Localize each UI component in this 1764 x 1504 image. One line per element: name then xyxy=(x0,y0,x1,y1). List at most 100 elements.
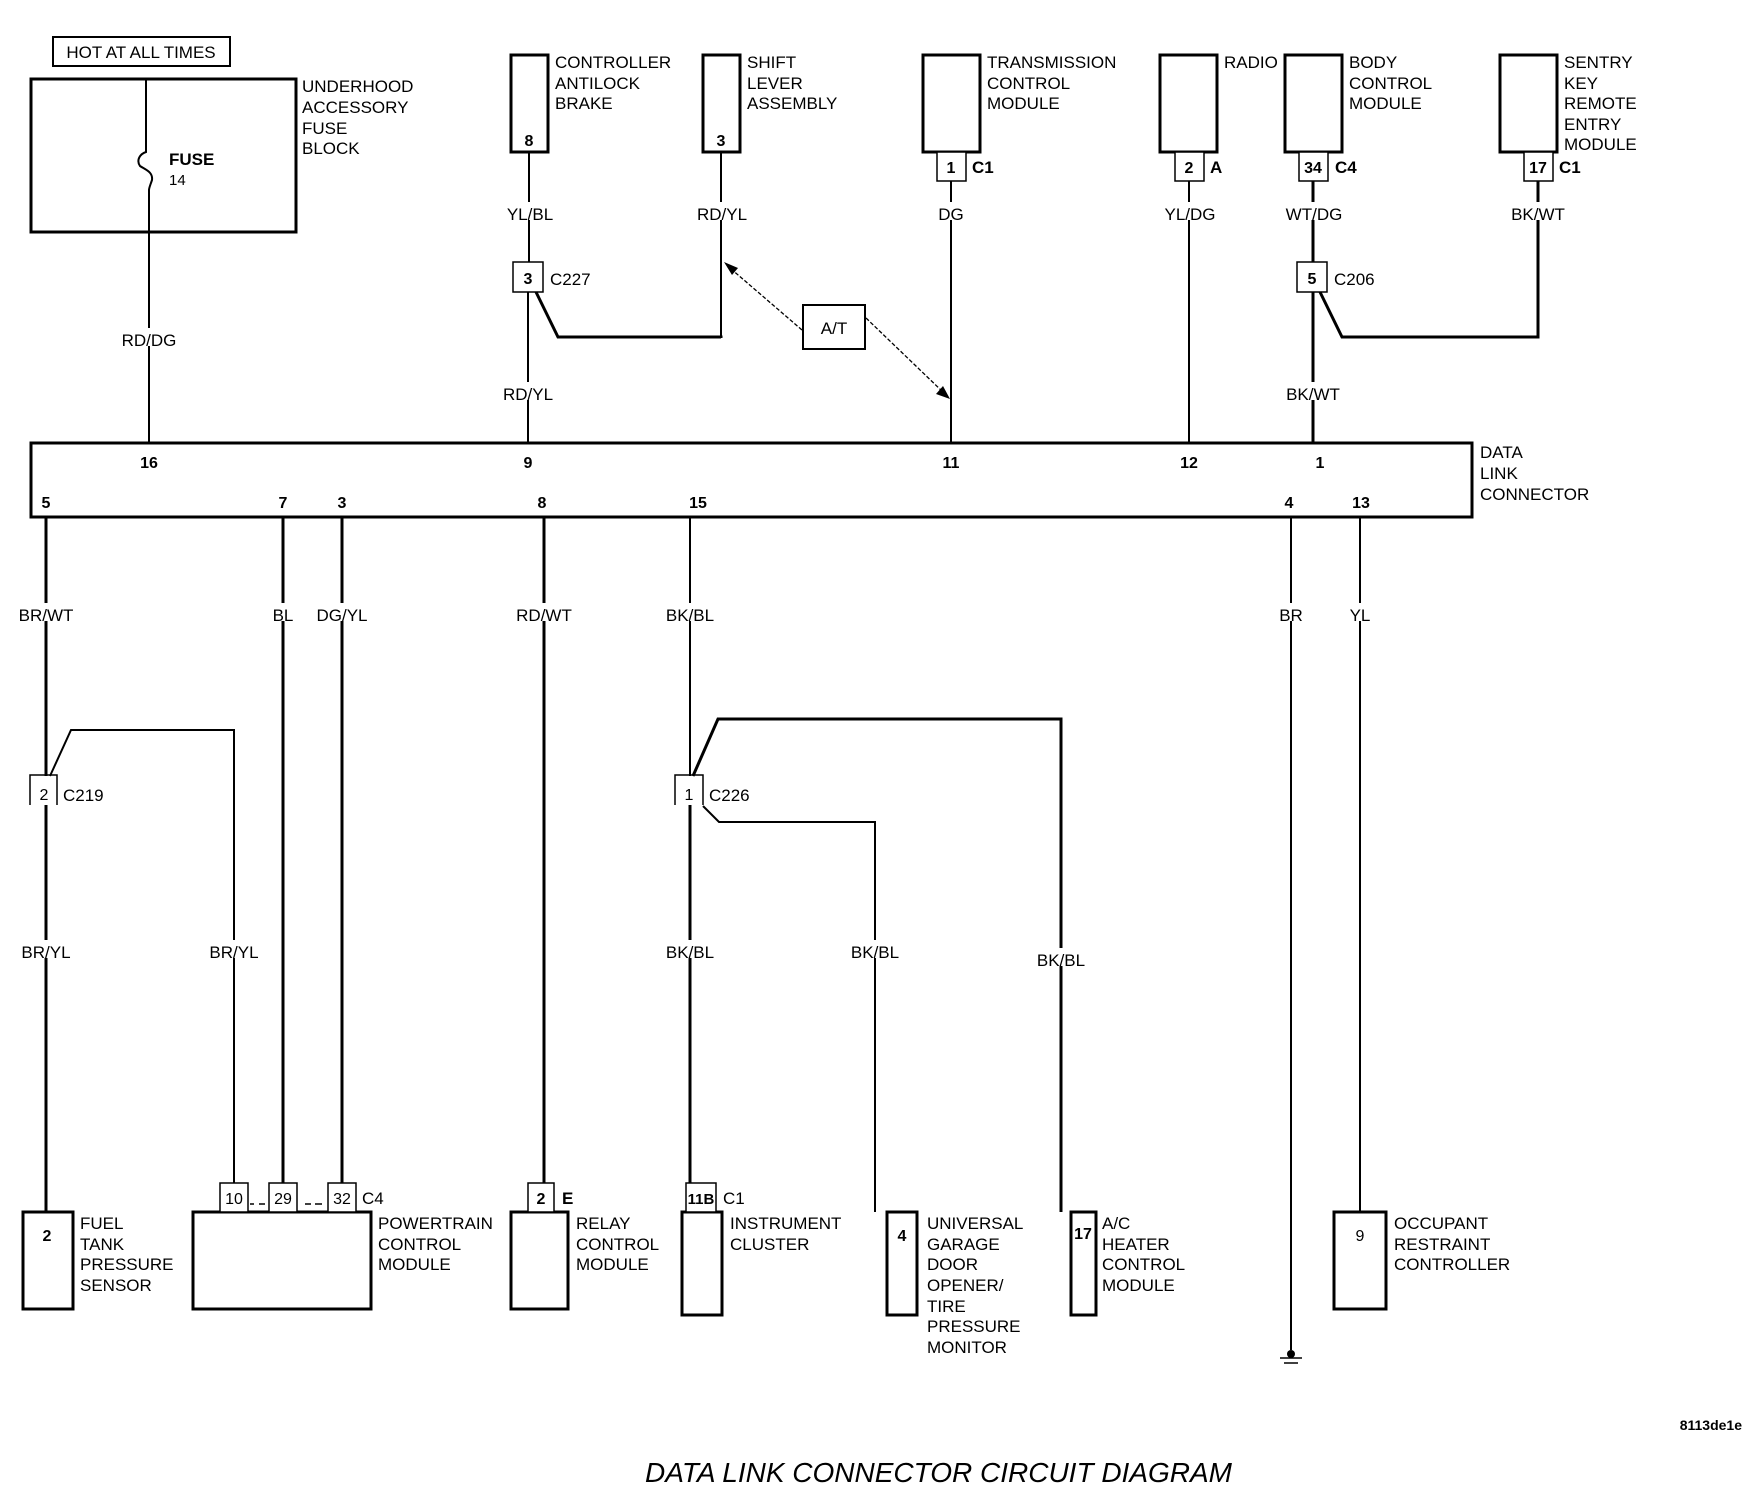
connector-name: C219 xyxy=(63,786,104,805)
module-controller-antilock-brake: 8 CONTROLLER ANTILOCK BRAKE xyxy=(509,53,671,154)
dlc-pin-12: 12 xyxy=(1180,455,1198,472)
underhood-fuse-block: FUSE 14 UNDERHOOD ACCESSORY FUSE BLOCK xyxy=(29,77,418,443)
module-universal-garage-door-opener: 4 UNIVERSAL GARAGE DOOR OPENER/ TIRE PRE… xyxy=(885,1210,1027,1357)
arrow-up-icon xyxy=(724,262,738,275)
pcm-pin-10: 10 xyxy=(225,1191,243,1208)
module-pin: 3 xyxy=(717,133,726,150)
inline-connector-c219: 2 C219 xyxy=(29,774,104,805)
module-pin: 8 xyxy=(525,133,534,150)
dlc-pin-8: 8 xyxy=(538,495,547,512)
dlc-pin-16: 16 xyxy=(140,455,158,472)
module-connector: C1 xyxy=(723,1189,745,1208)
wire-label-bk-wt: BK/WT xyxy=(1511,205,1565,224)
module-name: BODY CONTROL MODULE xyxy=(1349,53,1436,113)
module-ac-heater-control-module: 17 A/C HEATER CONTROL MODULE xyxy=(1069,1210,1189,1317)
module-name: A/C HEATER CONTROL MODULE xyxy=(1102,1214,1189,1295)
module-connector: C1 xyxy=(1559,158,1581,177)
wire-label-br-wt: BR/WT xyxy=(19,606,74,625)
fuse-label: FUSE xyxy=(169,150,214,169)
automatic-transmission-option: A/T xyxy=(724,262,950,399)
pcm-pin-32: 32 xyxy=(333,1191,351,1208)
module-pin: 2 xyxy=(537,1191,546,1208)
module-occupant-restraint-controller: 9 OCCUPANT RESTRAINT CONTROLLER xyxy=(1332,1210,1510,1311)
figure-code: 8113de1e xyxy=(1680,1417,1742,1433)
inline-connector-c226: 1 C226 xyxy=(674,774,750,805)
module-pin: 2 xyxy=(1185,160,1194,177)
fuse-block-name: UNDERHOOD ACCESSORY FUSE BLOCK xyxy=(302,77,418,158)
connector-pin: 2 xyxy=(40,787,49,804)
wire-label-dg-yl: DG/YL xyxy=(316,606,367,625)
module-connector: A xyxy=(1210,158,1222,177)
fuse-14-icon xyxy=(137,79,154,443)
wire-label-br: BR xyxy=(1279,606,1303,625)
wire-label-bl: BL xyxy=(273,606,294,625)
module-pin: 4 xyxy=(898,1228,907,1245)
dlc-pin-13: 13 xyxy=(1352,495,1370,512)
fuse-number: 14 xyxy=(169,172,186,189)
connector-pin: 3 xyxy=(524,271,533,288)
dlc-pin-11: 11 xyxy=(943,455,960,472)
module-name: RELAY CONTROL MODULE xyxy=(576,1214,663,1274)
dlc-pin-4: 4 xyxy=(1285,495,1294,512)
module-name: INSTRUMENT CLUSTER xyxy=(730,1214,846,1254)
connector-name: C226 xyxy=(709,786,750,805)
wire-label-yl: YL xyxy=(1350,606,1371,625)
module-name: SENTRY KEY REMOTE ENTRY MODULE xyxy=(1564,53,1641,154)
wire-label-rd-yl-lower: RD/YL xyxy=(503,385,553,404)
dlc-pin-3: 3 xyxy=(338,495,347,512)
module-name: SHIFT LEVER ASSEMBLY xyxy=(747,53,837,113)
dlc-name: DATA LINK CONNECTOR xyxy=(1480,443,1589,504)
module-name: FUEL TANK PRESSURE SENSOR xyxy=(80,1214,178,1295)
wire-label-bk-bl-ugdo: BK/BL xyxy=(851,943,899,962)
module-name: UNIVERSAL GARAGE DOOR OPENER/ TIRE PRESS… xyxy=(927,1214,1027,1357)
module-name: RADIO xyxy=(1224,53,1278,72)
wire-label-bk-bl-ic: BK/BL xyxy=(666,943,714,962)
connector-pin: 5 xyxy=(1308,271,1317,288)
module-transmission-control-module: 1 C1 TRANSMISSION CONTROL MODULE xyxy=(921,53,1121,182)
module-name: POWERTRAIN CONTROL MODULE xyxy=(378,1214,498,1274)
wire-label-yl-bl: YL/BL xyxy=(507,205,553,224)
module-shift-lever-assembly: 3 SHIFT LEVER ASSEMBLY xyxy=(701,53,837,154)
module-name: OCCUPANT RESTRAINT CONTROLLER xyxy=(1394,1214,1510,1274)
module-connector: C1 xyxy=(972,158,994,177)
inline-connector-c227: 3 C227 xyxy=(512,261,591,293)
dlc-pin-9: 9 xyxy=(524,455,533,472)
module-radio: 2 A RADIO xyxy=(1158,53,1278,182)
wire-label-bk-wt-lower: BK/WT xyxy=(1286,385,1340,404)
wire-label-dg: DG xyxy=(938,205,964,224)
wire-label-yl-dg: YL/DG xyxy=(1164,205,1215,224)
connector-name: C206 xyxy=(1334,270,1375,289)
module-relay-control-module: 2 E RELAY CONTROL MODULE xyxy=(509,1182,663,1311)
arrow-down-icon xyxy=(936,386,950,399)
wire-label-bk-bl-ac: BK/BL xyxy=(1037,951,1085,970)
wire-label-bk-bl: BK/BL xyxy=(666,606,714,625)
ground-icon xyxy=(1280,1350,1302,1364)
option-label: A/T xyxy=(821,319,847,338)
wire-label-wt-dg: WT/DG xyxy=(1286,205,1343,224)
module-instrument-cluster: 11B C1 INSTRUMENT CLUSTER xyxy=(680,1182,846,1317)
diagram-caption: DATA LINK CONNECTOR CIRCUIT DIAGRAM xyxy=(645,1457,1233,1488)
module-name: TRANSMISSION CONTROL MODULE xyxy=(987,53,1121,113)
wire-label-rd-wt: RD/WT xyxy=(516,606,572,625)
module-pin: 34 xyxy=(1304,160,1322,177)
wire-label-br-yl-fuel: BR/YL xyxy=(21,943,70,962)
module-pin: 2 xyxy=(43,1228,52,1245)
module-fuel-tank-pressure-sensor: 2 FUEL TANK PRESSURE SENSOR xyxy=(21,1210,178,1311)
module-pin: 9 xyxy=(1356,1228,1365,1245)
module-body-control-module: 34 C4 BODY CONTROL MODULE xyxy=(1283,53,1436,182)
pcm-pin-29: 29 xyxy=(274,1191,292,1208)
connector-pin: 1 xyxy=(685,787,694,804)
data-link-connector: 16 9 11 12 1 5 7 3 8 15 4 13 DATA LINK C… xyxy=(29,441,1589,519)
wire-label-br-yl-pcm: BR/YL xyxy=(209,943,258,962)
dlc-pin-5: 5 xyxy=(42,495,51,512)
dlc-pin-7: 7 xyxy=(279,495,288,512)
wire-label-rd-dg: RD/DG xyxy=(122,331,177,350)
inline-connector-c206: 5 C206 xyxy=(1296,261,1375,293)
dlc-pin-15: 15 xyxy=(689,495,707,512)
power-label-text: HOT AT ALL TIMES xyxy=(66,43,215,62)
module-pin: 17 xyxy=(1529,160,1547,177)
dlc-pin-1: 1 xyxy=(1316,455,1325,472)
module-pin: 11B xyxy=(688,1191,715,1208)
module-pin: 17 xyxy=(1074,1226,1092,1243)
